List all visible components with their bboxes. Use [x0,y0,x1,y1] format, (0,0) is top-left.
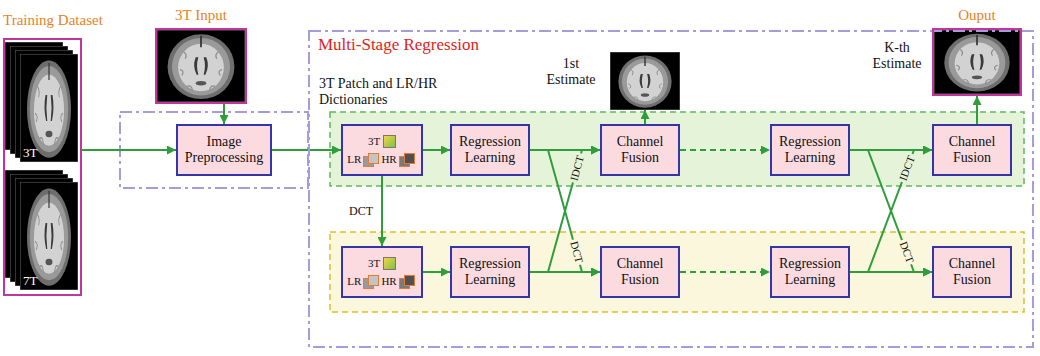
process-box: Channel Fusion [932,246,1012,298]
dataset-heading: Training Dataset [3,12,103,29]
box-label: Regression Learning [457,134,523,166]
patch-square [368,153,379,164]
flow-arrow [381,176,383,246]
dictionary-body: 3T LR HR [343,126,421,174]
patch-square [368,275,379,286]
patch-icon [363,275,379,288]
flow-arrow [82,149,176,151]
box-label: Channel Fusion [939,134,1005,166]
process-box: Regression Learning [770,124,850,176]
flow-arrow [272,149,341,151]
process-box: Regression Learning [770,246,850,298]
patch-icon [399,153,415,166]
dictionary-box: 3T Patch and LR/HR Dictionaries3TLRHR [341,124,423,176]
dictionary-row: LR HR [347,274,416,288]
edge-label: IDCT [567,152,587,184]
field-tag: 3T [23,146,37,161]
input-patch [383,135,396,148]
patch-square [404,153,415,164]
edge-label: IDCT [896,152,918,184]
dictionary-heading: 3T Patch and LR/HR Dictionaries [319,76,439,108]
box-label: Regression Learning [777,134,843,166]
box-label: Image Preprocessing [183,134,265,166]
edge-label: DCT [896,238,916,267]
input-frame: 3T Input [155,28,247,104]
field-tag: 7T [23,274,37,289]
flow-arrow [423,149,450,151]
flow-arrow [530,271,600,273]
patch-icon [363,153,379,166]
patch-icon [399,275,415,288]
output-heading: Ouput [924,7,1030,24]
dictionary-row: 3T [368,256,396,270]
output-image [934,30,1020,94]
estimate-label: K-th Estimate [866,40,928,72]
stage-region: Multi-Stage Regression 1st Estimate OuputK… [308,30,1034,348]
dataset-frame: Training Dataset3T7T [3,38,82,296]
training-3t-stack [5,42,78,162]
dct-band [330,232,1024,312]
process-box: Channel Fusion [600,246,680,298]
dictionary-row: 3T [368,134,396,148]
dictionary-body: 3T LR HR [343,248,421,296]
edge-label: DCT [347,205,375,218]
estimate-image [610,52,680,110]
patch-tag: LR [347,153,361,165]
patch-tag: 3T [368,135,380,147]
estimate-frame: 1st Estimate [610,52,680,110]
process-box: Channel Fusion [600,124,680,176]
input-patch [383,257,396,270]
process-box: Regression Learning [450,246,530,298]
estimate-label: 1st Estimate [540,56,602,88]
process-box: Channel Fusion [932,124,1012,176]
flow-arrow [680,149,770,151]
box-label: Regression Learning [457,256,523,288]
flow-arrow [530,150,600,272]
region-border [309,31,1033,347]
input-heading: 3T Input [137,7,265,24]
training-7t-stack [5,170,78,290]
process-box: Regression Learning [450,124,530,176]
flow-arrow [223,104,225,124]
box-label: Channel Fusion [607,134,673,166]
input-image [157,30,245,102]
flow-arrow [423,271,450,273]
patch-tag: 3T [368,257,380,269]
dictionary-row: LR HR [347,152,416,166]
process-box: Image Preprocessing [176,124,272,176]
edge-label: DCT [567,238,586,266]
patch-tag: HR [381,275,396,287]
flow-arrow [644,110,646,124]
patch-square [404,275,415,286]
box-label: Channel Fusion [607,256,673,288]
flow-arrow [976,96,978,124]
box-label: Regression Learning [777,256,843,288]
patch-tag: HR [381,153,396,165]
box-label: Channel Fusion [939,256,1005,288]
region-title: Multi-Stage Regression [318,35,479,55]
dictionary-box: 3T LR HR [341,246,423,298]
flow-arrow [680,271,770,273]
flow-arrow [850,150,932,272]
output-frame: OuputK-th Estimate [932,28,1022,96]
flow-arrow [530,150,600,272]
flow-arrow [850,271,932,273]
flow-arrow [850,150,932,272]
patch-tag: LR [347,275,361,287]
